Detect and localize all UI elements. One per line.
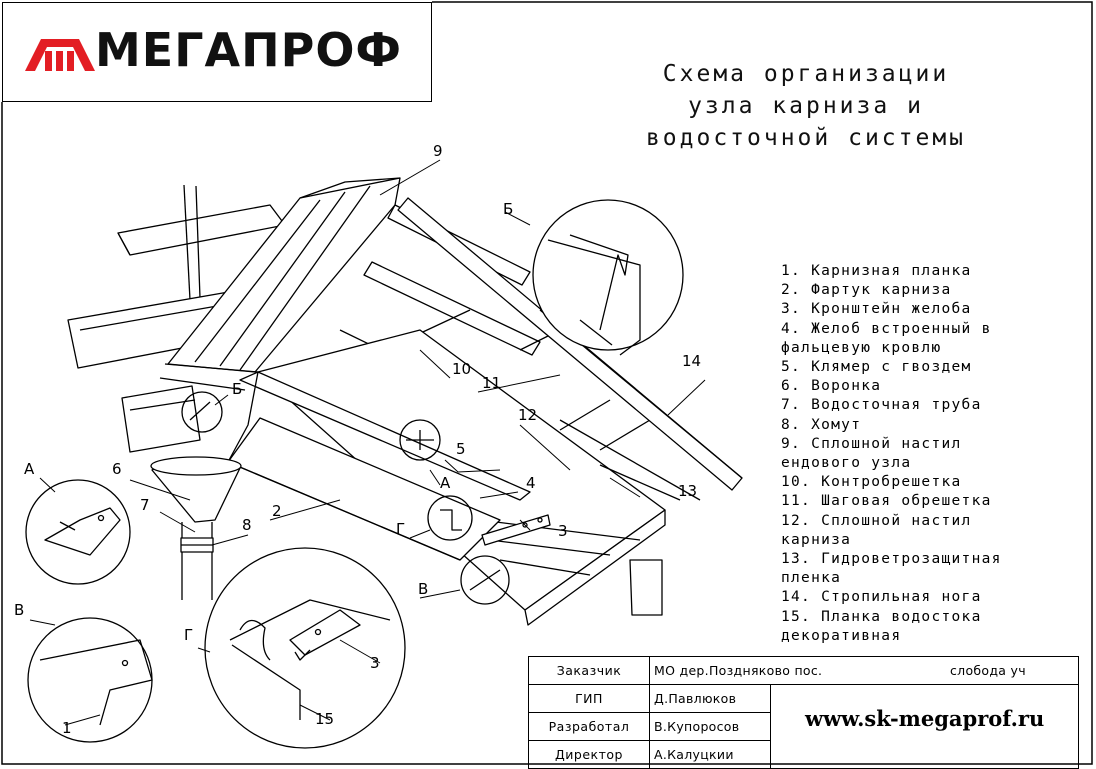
customer-label: Заказчик	[528, 656, 650, 685]
director-label: Директор	[528, 740, 650, 769]
callout-14: 14	[682, 352, 701, 370]
gip-value: Д.Павлюков	[649, 684, 771, 713]
callout-1: 1	[62, 719, 72, 737]
legend-item: 13. Гидроветрозащитная	[781, 551, 1002, 568]
legend-item: карниза	[781, 531, 852, 548]
legend-item: 9. Сплошной настил	[781, 435, 962, 452]
callout-2: 2	[272, 502, 282, 520]
callout-v-detail: В	[14, 601, 24, 619]
developer-label: Разработал	[528, 712, 650, 741]
callout-15: 15	[315, 710, 334, 728]
callout-12: 12	[518, 406, 537, 424]
callout-3: 3	[558, 522, 568, 540]
legend-item: 2. Фартук карниза	[781, 282, 952, 299]
callout-a-main: А	[440, 474, 451, 492]
callout-b-main: Б	[232, 380, 242, 398]
callout-g-detail: Г	[184, 626, 193, 644]
developer-value: В.Купоросов	[649, 712, 771, 741]
detail-circle-a-small	[399, 419, 441, 461]
detail-v-eave-strip	[39, 639, 153, 726]
logo-box: МЕГАПРОФ	[2, 2, 432, 102]
legend-item: 12. Сплошной настил	[781, 512, 972, 529]
callout-8: 8	[242, 516, 252, 534]
legend-item: 3. Кронштейн желоба	[781, 301, 972, 318]
title-line-2: узла карниза и	[688, 93, 924, 119]
title-line-1: Схема организации	[662, 61, 950, 87]
funnel	[150, 456, 242, 523]
callout-6: 6	[112, 460, 122, 478]
website-link[interactable]: www.sk-megaprof.ru	[805, 706, 1045, 731]
drawing-title: Схема организации узла карниза и водосто…	[606, 58, 1006, 154]
legend-item: 11. Шаговая обрешетка	[781, 493, 992, 510]
legend-item: фальцевую кровлю	[781, 339, 942, 356]
callout-10: 10	[452, 360, 471, 378]
callout-11: 11	[482, 374, 501, 392]
built-in-gutter	[227, 371, 531, 501]
legend-item: ендового узла	[781, 455, 912, 472]
customer-value-left: МО дер.Поздняково пос.	[654, 663, 823, 678]
callout-5: 5	[456, 440, 466, 458]
customer-value: МО дер.Поздняково пос. слобода уч	[649, 656, 1079, 685]
legend-item: пленка	[781, 570, 842, 587]
parts-legend: 1. Карнизная планка 2. Фартук карниза 3.…	[781, 262, 1002, 646]
membrane	[559, 419, 701, 501]
detail-circle-b-small	[181, 391, 223, 433]
logo-mark-icon	[25, 39, 95, 71]
director-value: А.Калуцкии	[649, 740, 771, 769]
callout-13: 13	[678, 482, 697, 500]
legend-item: 10. Контробрешетка	[781, 474, 962, 491]
title-line-3: водосточной системы	[645, 125, 967, 151]
callout-4: 4	[526, 474, 536, 492]
detail-g-bracket	[229, 599, 391, 720]
gutter-bracket	[481, 514, 551, 546]
customer-value-right: слобода уч	[950, 663, 1026, 678]
callout-a-detail: А	[24, 460, 35, 478]
legend-item: 4. Желоб встроенный в	[781, 320, 992, 337]
detail-circle-v-large	[27, 617, 153, 743]
title-block: Заказчик МО дер.Поздняково пос. слобода …	[528, 656, 1079, 769]
logo-text: МЕГАПРОФ	[95, 23, 403, 77]
eave-apron	[227, 417, 501, 561]
callout-v-main: В	[418, 580, 428, 598]
detail-b-seam	[547, 234, 641, 356]
detail-circle-b-large	[532, 199, 684, 351]
legend-item: декоративная	[781, 627, 902, 644]
callout-3-detail: 3	[370, 654, 380, 672]
rafter-lower-left	[121, 385, 201, 453]
callout-b-detail: Б	[503, 200, 513, 218]
detail-circle-v-small	[460, 555, 510, 605]
detail-circle-a-large	[25, 479, 131, 585]
downpipe	[180, 522, 214, 600]
detail-circle-g-small	[427, 495, 473, 541]
website-cell	[770, 684, 1079, 769]
legend-item: 8. Хомут	[781, 416, 862, 433]
legend-item: 15. Планка водостока	[781, 608, 982, 625]
legend-item: 7. Водосточная труба	[781, 397, 982, 414]
legend-item: 1. Карнизная планка	[781, 263, 972, 279]
callout-7: 7	[140, 496, 150, 514]
legend-item: 6. Воронка	[781, 378, 882, 395]
legend-item: 14. Стропильная нога	[781, 589, 982, 606]
callout-9: 9	[433, 142, 443, 160]
legend-item: 5. Клямер с гвоздем	[781, 359, 972, 376]
gip-label: ГИП	[528, 684, 650, 713]
detail-a-clamp	[44, 507, 121, 556]
callout-g-main: Г	[396, 520, 405, 538]
